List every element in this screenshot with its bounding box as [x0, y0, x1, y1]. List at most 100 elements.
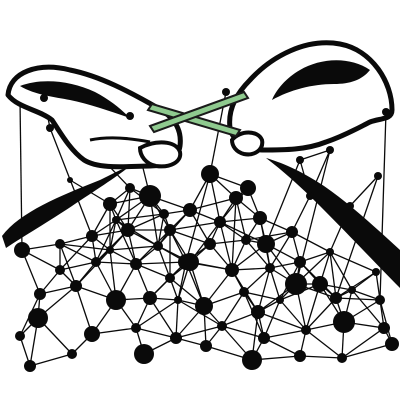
- network-node: [330, 292, 342, 304]
- network-node: [106, 290, 126, 310]
- network-edge: [341, 343, 393, 359]
- network-node: [106, 246, 114, 254]
- network-edge: [263, 299, 281, 339]
- knitting-needles-icon: [146, 90, 250, 138]
- network-edge: [95, 261, 137, 265]
- network-node: [326, 146, 334, 154]
- network-edge: [329, 251, 337, 299]
- network-node: [372, 268, 380, 276]
- network-edge: [189, 197, 237, 211]
- network-edge: [329, 251, 377, 273]
- network-edge: [305, 297, 337, 331]
- network-edge: [135, 327, 177, 339]
- network-edge: [341, 327, 385, 359]
- network-node: [14, 242, 30, 258]
- network-node: [257, 235, 275, 253]
- network-node: [86, 230, 98, 242]
- network-node: [385, 337, 399, 351]
- left-forearm: [2, 166, 130, 248]
- network-node: [239, 287, 249, 297]
- network-node: [286, 226, 298, 238]
- left-hand-finger-line: [89, 136, 151, 144]
- network-node: [28, 308, 48, 328]
- network-node: [121, 223, 135, 237]
- network-node: [253, 211, 267, 225]
- network-node: [181, 253, 199, 271]
- network-node: [242, 350, 262, 370]
- network-edge: [257, 267, 271, 313]
- network-node: [312, 276, 328, 292]
- network-node: [294, 350, 306, 362]
- network-node: [126, 112, 134, 120]
- network-node: [382, 108, 390, 116]
- network-edge: [157, 213, 165, 247]
- network-edge: [245, 239, 271, 269]
- network-edge: [209, 239, 247, 245]
- network-edge: [135, 261, 187, 265]
- network-edge: [59, 235, 93, 271]
- left-thumb: [137, 140, 183, 169]
- network-node: [195, 297, 213, 315]
- network-node: [15, 331, 25, 341]
- network-node: [91, 257, 101, 267]
- network-edge: [157, 245, 171, 279]
- network-edge: [299, 149, 331, 161]
- network-edge: [379, 299, 393, 345]
- network-node: [240, 180, 256, 196]
- network-node: [306, 192, 314, 200]
- network-edge: [349, 175, 379, 207]
- network-edge: [39, 285, 77, 295]
- network-edge: [115, 213, 165, 221]
- network-edge: [335, 297, 381, 301]
- network-node: [201, 165, 219, 183]
- network-edge: [351, 289, 385, 329]
- network-edge: [243, 267, 271, 293]
- network-node: [222, 88, 230, 96]
- network-edge: [115, 219, 137, 265]
- right-hand-shading: [272, 60, 370, 100]
- network-edge: [115, 219, 159, 247]
- network-node: [348, 286, 356, 294]
- network-node: [294, 256, 306, 268]
- network-edge: [263, 329, 307, 339]
- network-edge: [135, 299, 179, 329]
- network-node: [112, 216, 120, 224]
- network-node: [285, 273, 307, 295]
- network-edge: [169, 221, 221, 231]
- needle-left: [146, 102, 242, 138]
- network-edge: [291, 231, 331, 253]
- network-node: [34, 288, 46, 300]
- network-strand: [379, 111, 387, 301]
- network-edge: [29, 353, 73, 367]
- network-edge: [351, 271, 377, 291]
- network-strand: [231, 197, 237, 271]
- network-strand: [185, 173, 211, 263]
- network-node: [55, 239, 65, 249]
- network-node: [337, 353, 347, 363]
- network-edge: [169, 229, 211, 245]
- network-edge: [257, 311, 307, 331]
- network-edge: [243, 291, 281, 301]
- network-node: [265, 263, 275, 273]
- network-edge: [269, 231, 293, 269]
- network-edge: [221, 291, 245, 327]
- network-node: [374, 172, 382, 180]
- left-hand-shading: [20, 81, 130, 118]
- network-edge: [59, 243, 97, 263]
- network-node: [67, 349, 77, 359]
- network-node: [241, 235, 251, 245]
- network-node: [229, 191, 243, 205]
- network-node: [67, 177, 73, 183]
- network-node: [143, 291, 157, 305]
- network-node: [251, 305, 265, 319]
- network-node: [214, 216, 226, 228]
- network-node: [130, 258, 142, 270]
- network-node: [375, 295, 385, 305]
- network-nodes: [14, 88, 399, 372]
- network-node: [326, 248, 334, 256]
- network-node: [301, 325, 311, 335]
- network-node: [24, 360, 36, 372]
- left-hand-icon: [2, 64, 183, 248]
- network-node: [40, 94, 48, 102]
